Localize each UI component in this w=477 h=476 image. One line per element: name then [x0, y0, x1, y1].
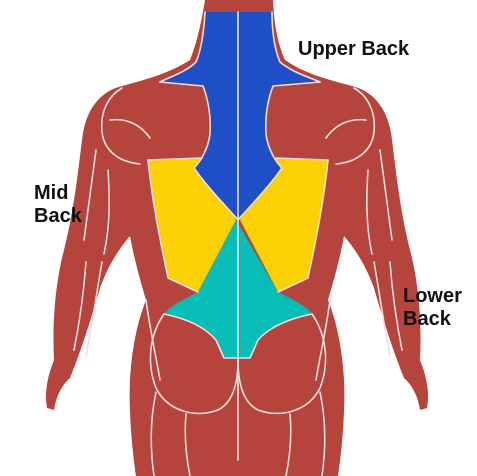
upper-back-region: [160, 12, 320, 220]
upper-back-label: Upper Back: [298, 38, 409, 61]
mid-back-label-line1: Mid: [34, 182, 69, 204]
lower-back-label-line2: Back: [403, 308, 451, 330]
mid-back-label-line2: Back: [34, 205, 82, 227]
mid-back-label: Mid Back: [34, 182, 82, 228]
upper-back-label-text: Upper Back: [298, 38, 410, 60]
lower-back-label-line1: Lower: [403, 285, 462, 307]
lower-back-label: Lower Back: [403, 285, 462, 331]
muscle-outlines: [73, 11, 403, 476]
